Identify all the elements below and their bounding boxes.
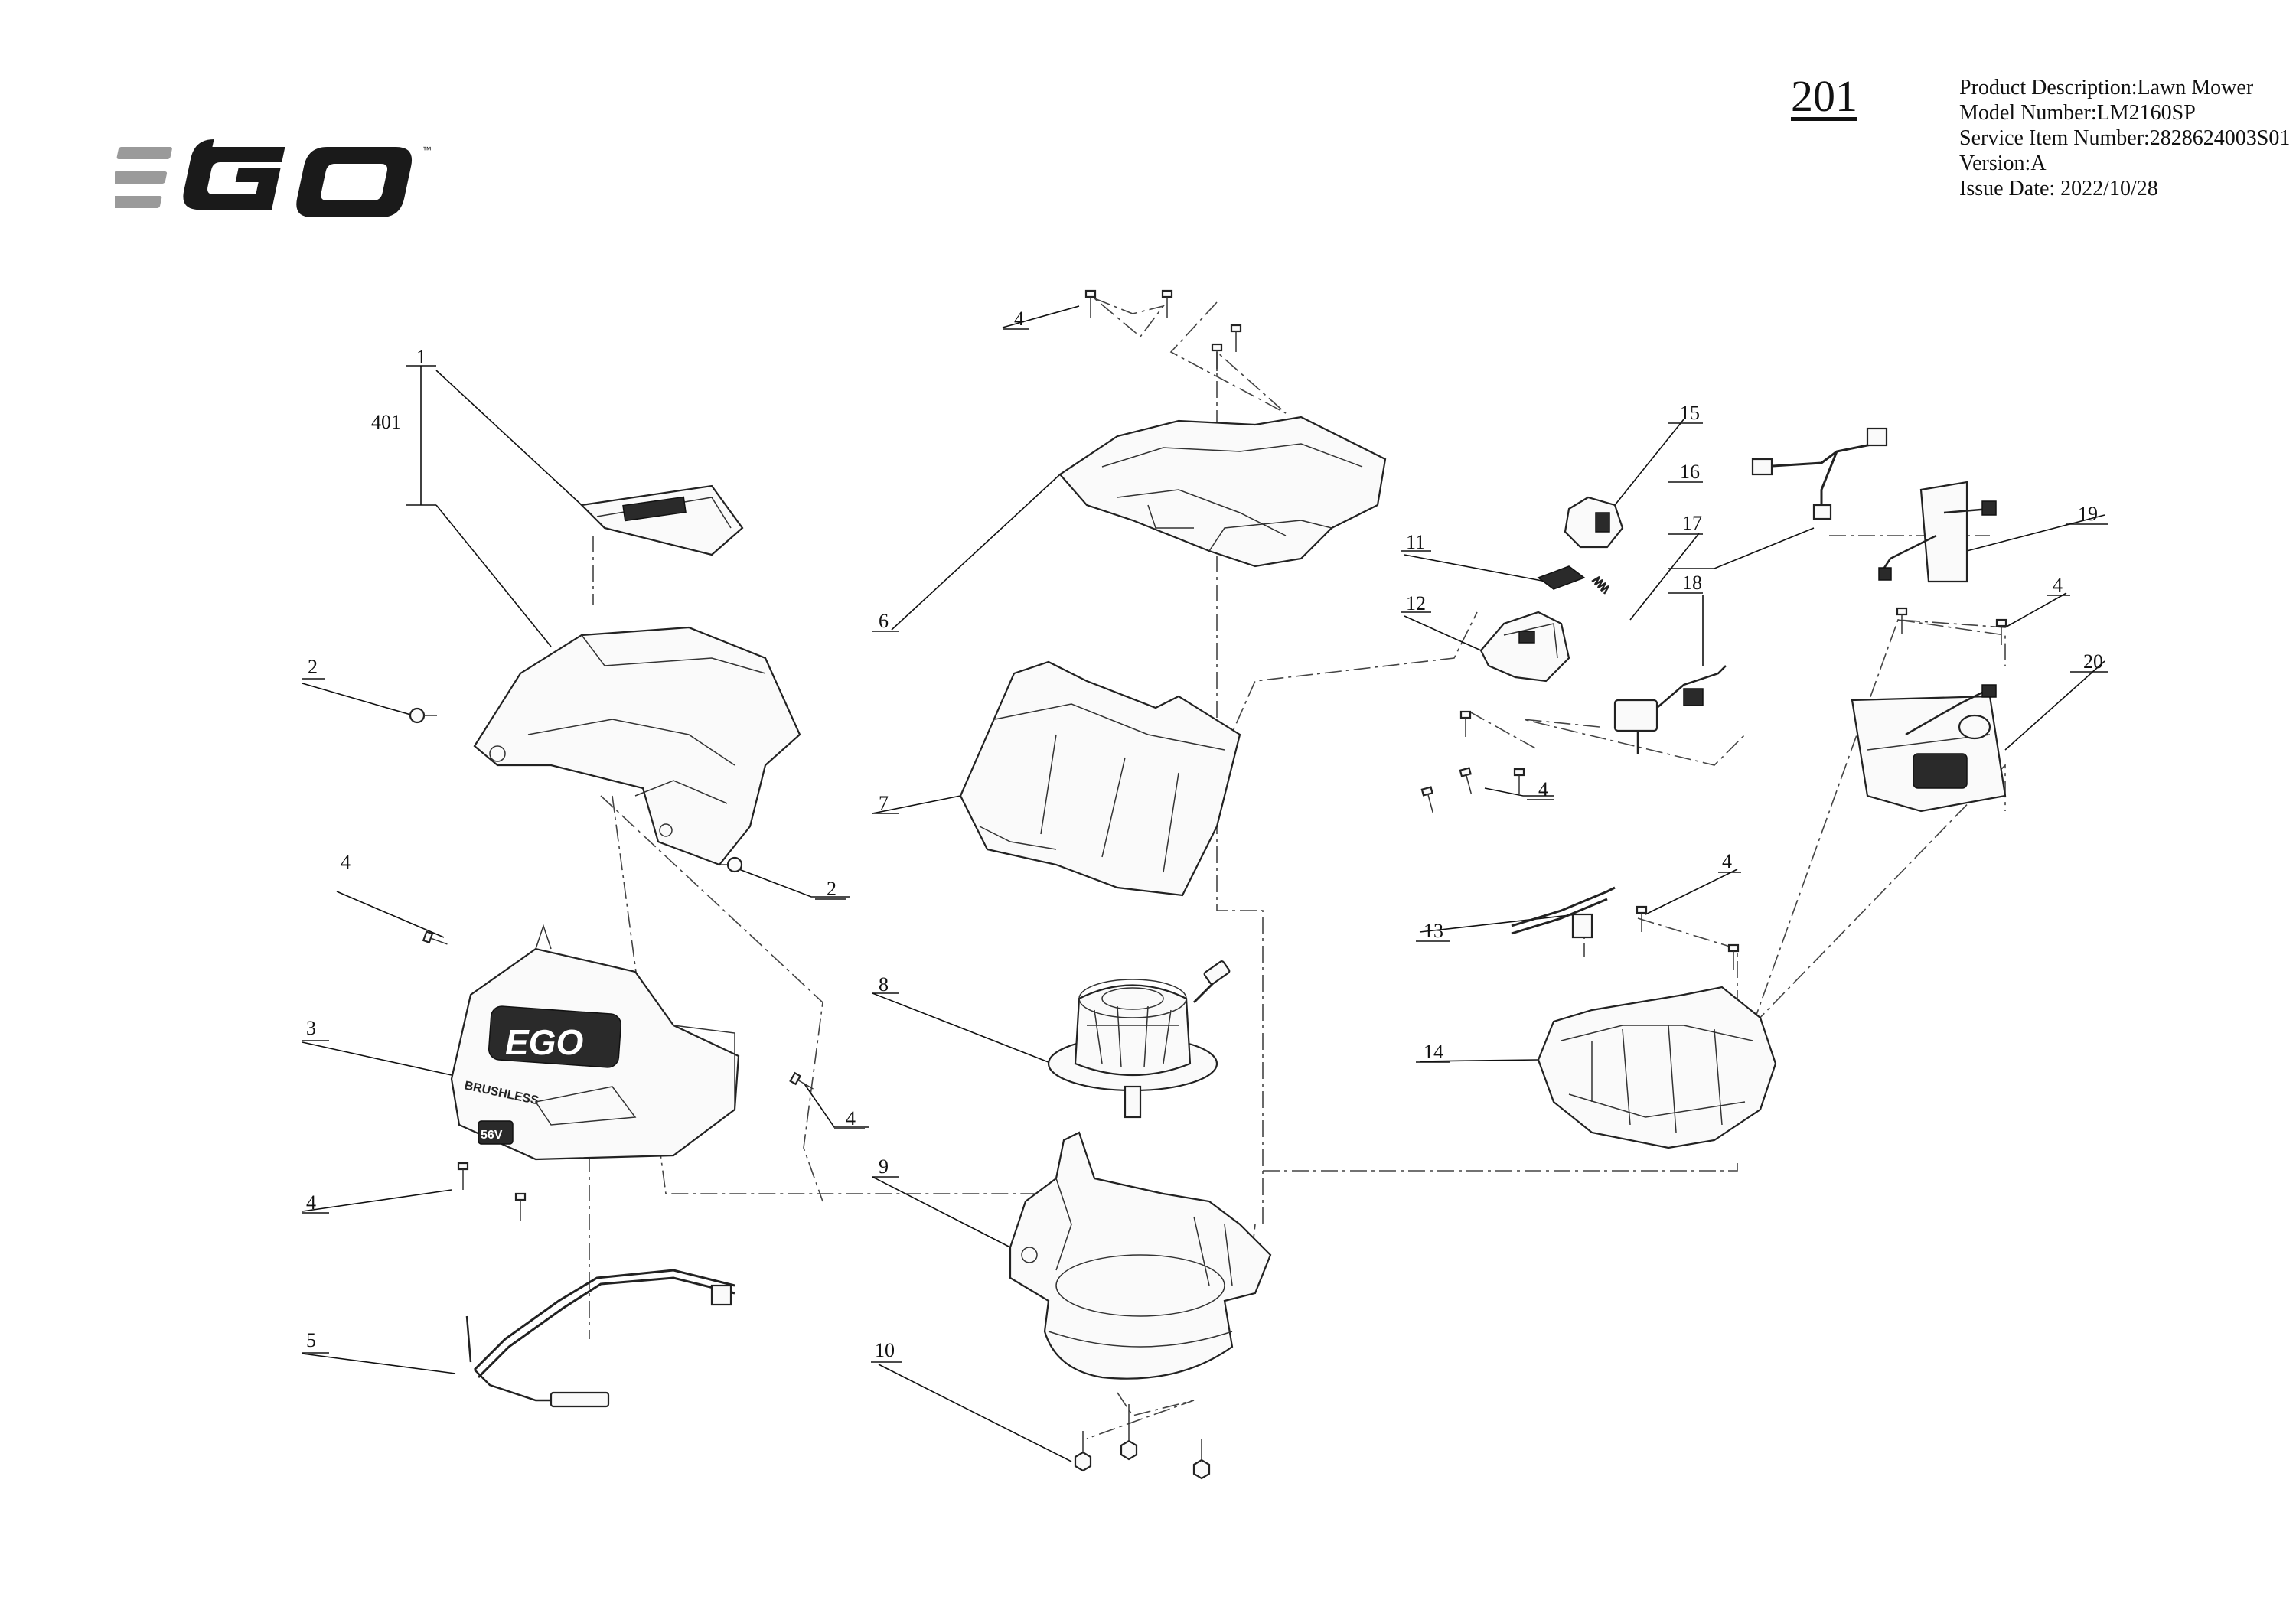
callout-2: 2 (827, 878, 837, 900)
cover-56v-text: 56V (481, 1129, 503, 1142)
screw (457, 1162, 469, 1190)
screw (789, 1071, 814, 1090)
cover-ego-logo: EGO (505, 1022, 583, 1062)
part-13-harness-clip (1511, 886, 1616, 939)
knob-screw (409, 707, 437, 724)
callout-13: 13 (1424, 920, 1443, 942)
callout-10: 10 (875, 1339, 895, 1361)
part-5-wire-harness (465, 1269, 735, 1408)
issue-date: Issue Date: 2022/10/28 (1959, 177, 2158, 200)
callout-12: 12 (1406, 592, 1426, 614)
part-12-switch-bracket (1479, 611, 1570, 683)
screw (1636, 905, 1648, 932)
part-15-safety-key (1564, 496, 1624, 549)
part-20-controller (1851, 684, 2007, 813)
model-number: Model Number:LM2160SP (1959, 101, 2196, 125)
callout-4: 4 (1538, 778, 1548, 800)
hex-bolt (1120, 1404, 1138, 1461)
screw (1230, 324, 1242, 352)
callout-7: 7 (879, 792, 889, 814)
screw (1995, 618, 2007, 645)
screw (1459, 767, 1472, 794)
screw (514, 1192, 527, 1221)
part-7-chute-housing (959, 660, 1241, 897)
callout-5: 5 (306, 1329, 316, 1351)
part-3-motor-cover: EGO BRUSHLESS 56V (450, 924, 740, 1161)
callout-4: 4 (306, 1191, 316, 1214)
part-8-motor (1047, 960, 1231, 1119)
part-19-circuit-board (1878, 481, 1997, 583)
part-17-spring (1591, 575, 1610, 595)
hex-bolt (1074, 1431, 1092, 1472)
callout-19: 19 (2078, 503, 2098, 525)
callout-11: 11 (1406, 531, 1425, 553)
callout-4: 4 (2053, 574, 2063, 596)
callout-9: 9 (879, 1155, 889, 1178)
callout-1: 1 (416, 346, 426, 368)
page-number: 201 (1791, 71, 1857, 121)
callout-16: 16 (1680, 461, 1700, 483)
product-description: Product Description:Lawn Mower (1959, 76, 2254, 99)
screw (1727, 943, 1740, 970)
product-info-block: Product Description:Lawn Mower Model Num… (1959, 75, 2290, 201)
callout-8: 8 (879, 973, 889, 996)
part-18-switch (1613, 665, 1727, 754)
screw (1513, 768, 1525, 794)
part-6-upper-housing (1058, 416, 1387, 568)
version: Version:A (1959, 152, 2047, 175)
callout-4: 4 (341, 851, 351, 873)
callout-6: 6 (879, 610, 889, 632)
callout-15: 15 (1680, 402, 1700, 424)
callout-2: 2 (308, 656, 318, 678)
callout-17: 17 (1682, 512, 1702, 534)
callout-3: 3 (306, 1017, 316, 1039)
part-9-motor-base (1009, 1131, 1272, 1380)
callout-14: 14 (1424, 1041, 1443, 1063)
screw (422, 930, 448, 945)
callout-4: 4 (846, 1107, 856, 1129)
screws (409, 289, 2007, 1480)
trademark-mark: ™ (422, 145, 432, 155)
screw (1084, 289, 1097, 318)
callout-4: 4 (1722, 850, 1732, 872)
callout-labels: 1 401 2 2 3 4 4 4 4 4 4 4 5 6 7 8 9 10 1… (306, 308, 2103, 1361)
part-14-lower-housing (1537, 986, 1777, 1149)
callout-20: 20 (2083, 650, 2103, 673)
part-401-battery-housing (473, 626, 801, 866)
service-item-number: Service Item Number:2828624003S01 (1959, 126, 2291, 150)
callout-underlines (302, 328, 2108, 1363)
screw (1459, 710, 1472, 737)
callout-18: 18 (1682, 572, 1702, 594)
screw (1420, 786, 1433, 813)
part-11-clip (1537, 565, 1586, 590)
leader-lines (302, 305, 2105, 1462)
hex-bolt (1192, 1439, 1211, 1480)
part-1-battery-lid (579, 484, 744, 556)
screw (1896, 607, 1908, 634)
callout-4: 4 (1014, 308, 1024, 330)
callout-401: 401 (371, 411, 401, 433)
screw (1161, 289, 1173, 318)
screw (1211, 343, 1223, 371)
ego-logo: ™ (115, 139, 432, 217)
part-16-cable (1751, 427, 1888, 520)
